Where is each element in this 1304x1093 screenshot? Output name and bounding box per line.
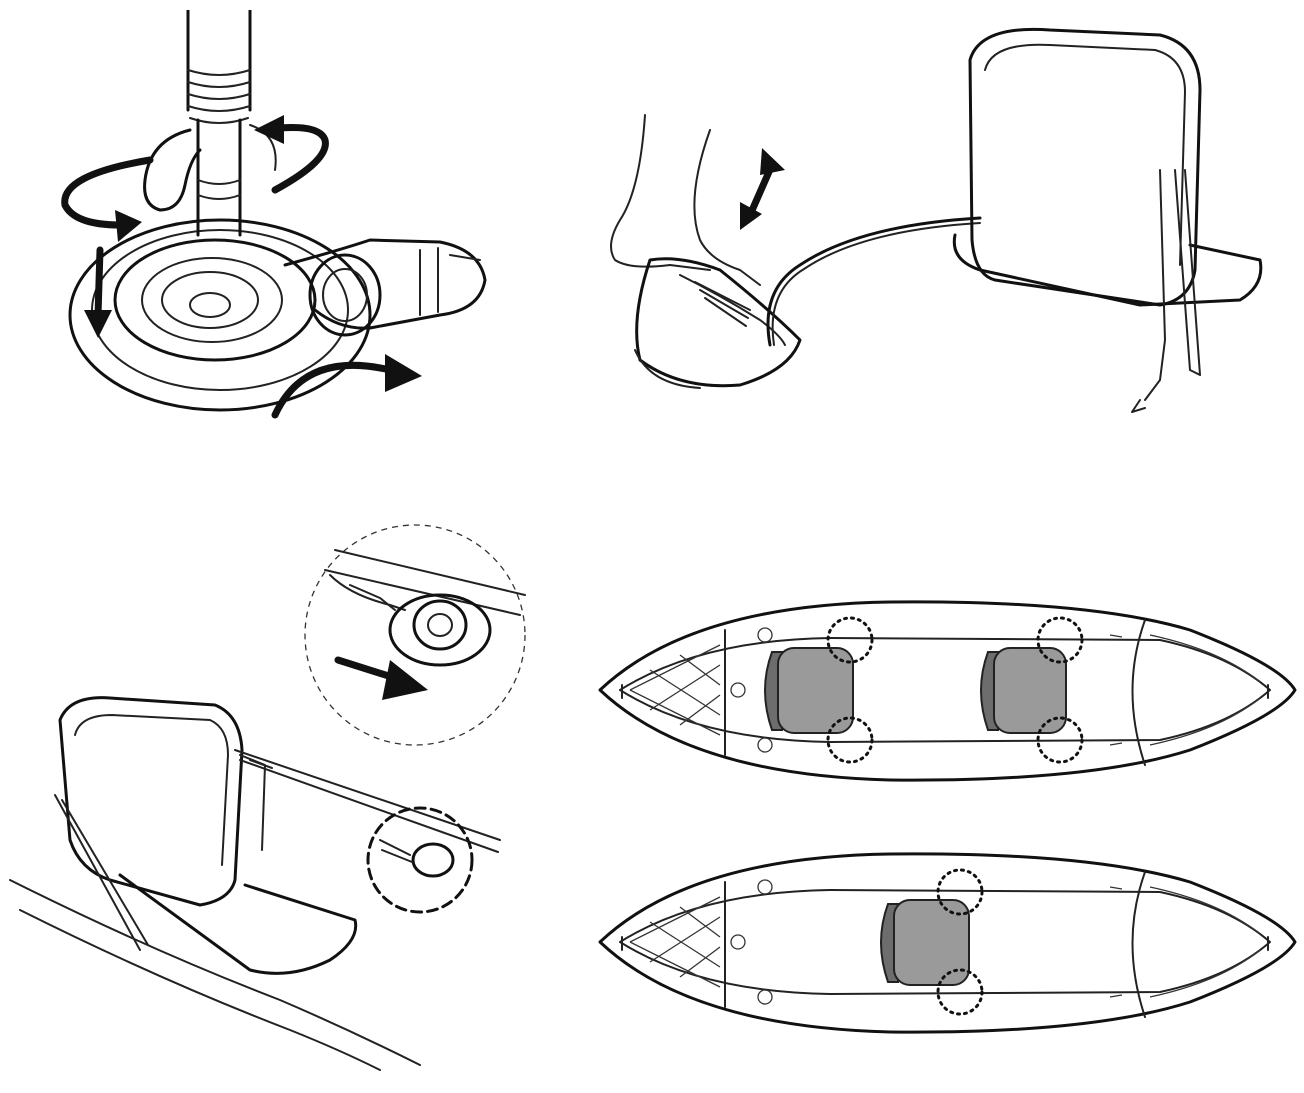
foot-icon xyxy=(610,114,761,286)
one-seat-layout xyxy=(598,852,1297,1034)
valve-cap-icon xyxy=(283,238,487,337)
up-down-arrow-icon xyxy=(740,148,785,230)
panel-seat-positions-top-view xyxy=(590,590,1300,1060)
seat-backrest-icon xyxy=(952,27,1263,413)
down-arrow-icon xyxy=(84,246,112,338)
pump-hose-icon xyxy=(766,216,982,347)
rotate-arrow-icon xyxy=(61,115,329,242)
seat-front xyxy=(764,616,874,764)
curved-arrow-icon xyxy=(271,354,422,419)
clip-highlight-icon xyxy=(366,806,474,914)
foot-pump-icon xyxy=(634,257,802,389)
two-seat-layout xyxy=(598,600,1297,782)
clip-detail-magnifier-icon xyxy=(304,524,526,746)
seat-center xyxy=(880,868,984,1016)
panel-seat-clip-attachment xyxy=(0,520,540,1080)
seat-rear xyxy=(980,616,1084,764)
seat-icon xyxy=(54,696,501,975)
panel-foot-pump-inflation xyxy=(600,20,1280,420)
push-arrow-icon xyxy=(334,656,428,700)
valve-icon xyxy=(68,218,372,412)
hose-icon xyxy=(143,10,277,237)
panel-valve-attachment xyxy=(40,10,510,430)
